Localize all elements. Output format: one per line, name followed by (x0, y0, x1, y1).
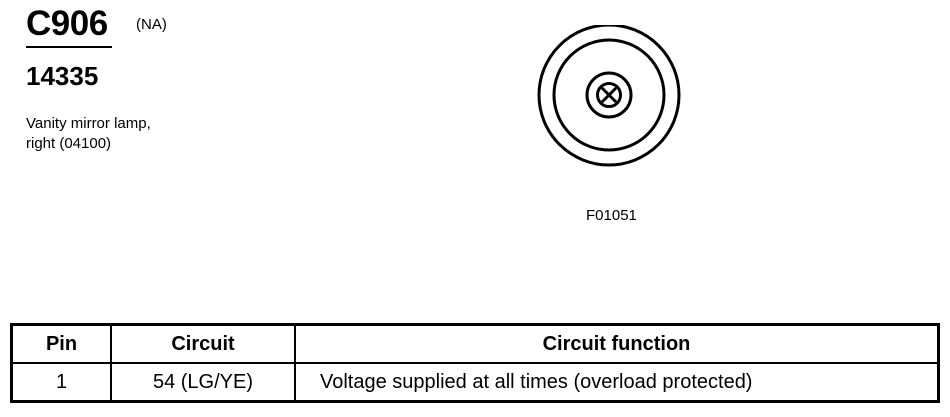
header-pin: Pin (10, 323, 112, 364)
connector-description: Vanity mirror lamp, right (04100) (26, 114, 226, 154)
bulb-socket-icon (537, 23, 681, 167)
cell-pin: 1 (10, 362, 112, 403)
table-header-row: Pin Circuit Circuit function (10, 323, 940, 364)
pin-table: Pin Circuit Circuit function 1 54 (LG/YE… (10, 323, 940, 403)
description-line: right (04100) (26, 135, 112, 152)
table-row: 1 54 (LG/YE) Voltage supplied at all tim… (10, 362, 940, 403)
connector-face-diagram (536, 23, 686, 180)
header-function: Circuit function (294, 323, 940, 364)
connector-id-underline (26, 46, 112, 48)
header-circuit: Circuit (110, 323, 296, 364)
figure-code: F01051 (586, 207, 637, 224)
region-label: (NA) (136, 16, 167, 33)
cell-function: Voltage supplied at all times (overload … (294, 362, 940, 403)
connector-id: C906 (26, 4, 108, 43)
description-line: Vanity mirror lamp, (26, 115, 151, 132)
part-number: 14335 (26, 61, 99, 91)
cell-circuit: 54 (LG/YE) (110, 362, 296, 403)
